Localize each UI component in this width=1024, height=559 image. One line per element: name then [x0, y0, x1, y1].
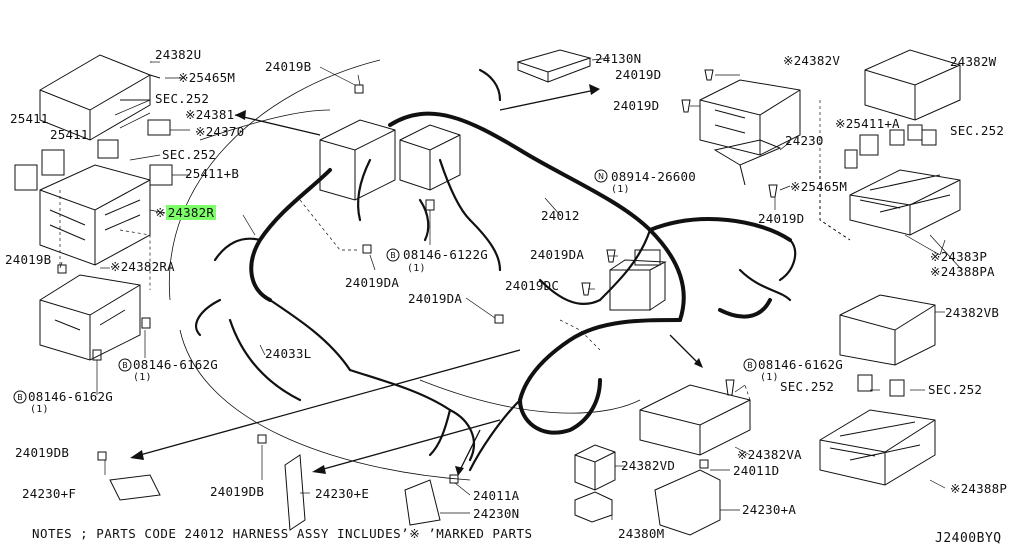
- part-number: 25465M: [188, 70, 236, 85]
- part-label-24382U: 24382U: [155, 47, 202, 62]
- circle-b-mark: B: [17, 393, 23, 402]
- part-label-24019DC: 24019DC: [505, 278, 560, 293]
- part-number: 24383P: [940, 249, 988, 264]
- part-label-24019DA: 24019DA: [530, 247, 585, 262]
- part-label-24019DA: 24019DA: [408, 291, 463, 306]
- part-number: 25465M: [800, 179, 848, 194]
- part-label-24019DB: 24019DB: [210, 484, 265, 499]
- part-label-24380M: 24380M: [618, 526, 665, 541]
- part-number: 24388PA: [940, 264, 995, 279]
- part-label-24011D: 24011D: [733, 463, 780, 478]
- part-label-24019D: 24019D: [615, 67, 662, 82]
- section-ref-label: SEC.252: [155, 91, 210, 106]
- part-label-24388P: ※24388P: [950, 481, 1008, 496]
- part-label-24382VD: 24382VD: [621, 458, 676, 473]
- part-label-24033L: 24033L: [265, 346, 312, 361]
- part-label-24230A: 24230+A: [742, 502, 797, 517]
- part-number: 24382VA: [747, 447, 802, 462]
- part-label-25411A: ※25411+A: [835, 116, 900, 131]
- part-label-24230F: 24230+F: [22, 486, 77, 501]
- quantity-label: (1): [611, 184, 630, 195]
- part-label-24383P: ※24383P: [930, 249, 988, 264]
- part-number: 24388P: [960, 481, 1008, 496]
- part-label-08146-6122G: 08146-6122G: [403, 247, 488, 262]
- part-label-24388PA: ※24388PA: [930, 264, 995, 279]
- part-label-08146-6162G: 08146-6162G: [28, 389, 113, 404]
- part-label-24019DA: 24019DA: [345, 275, 400, 290]
- part-label-24012: 24012: [541, 208, 580, 223]
- highlighted-part-number: 24382R: [165, 205, 217, 220]
- parts-note: NOTES ; PARTS CODE 24012 HARNESS ASSY IN…: [32, 526, 533, 541]
- section-ref-label: SEC.252: [162, 147, 217, 162]
- part-label-24130N: 24130N: [595, 51, 642, 66]
- section-ref-label: SEC.252: [780, 379, 835, 394]
- part-label-25411: 25411: [10, 111, 49, 126]
- part-label-25465M: ※25465M: [790, 179, 848, 194]
- part-number: 24382RA: [120, 259, 175, 274]
- part-label-24230: 24230: [785, 133, 824, 148]
- section-ref-label: SEC.252: [950, 123, 1005, 138]
- part-label-25411: 25411: [50, 127, 89, 142]
- part-label-25465M: ※25465M: [178, 70, 236, 85]
- part-label-24381: ※24381: [185, 107, 235, 122]
- part-label-24019D: 24019D: [758, 211, 805, 226]
- quantity-label: (1): [133, 372, 152, 383]
- part-label-24382VA: ※24382VA: [737, 447, 802, 462]
- part-label-24230E: 24230+E: [315, 486, 370, 501]
- part-label-24382VB: 24382VB: [945, 305, 1000, 320]
- circle-b-mark: B: [122, 361, 128, 370]
- part-label-24370: ※24370: [195, 124, 245, 139]
- part-label-24011A: 24011A: [473, 488, 520, 503]
- part-label-24230N: 24230N: [473, 506, 520, 521]
- part-label-25411B: 25411+B: [185, 166, 240, 181]
- quantity-label: (1): [407, 263, 426, 274]
- part-label-08146-6162G: 08146-6162G: [133, 357, 218, 372]
- part-label-08146-6162G: 08146-6162G: [758, 357, 843, 372]
- part-label-08914-26600: 08914-26600: [611, 169, 696, 184]
- quantity-label: (1): [760, 372, 779, 383]
- part-number: 24382V: [793, 53, 841, 68]
- circle-n-mark: N: [598, 172, 604, 181]
- part-label-24019D: 24019D: [613, 98, 660, 113]
- part-label-24382RA: ※24382RA: [110, 259, 175, 274]
- part-label-24382V: ※24382V: [783, 53, 841, 68]
- part-number: 25411+A: [845, 116, 900, 131]
- part-label-24382R: ※24382R: [155, 205, 217, 220]
- diagram-code: J2400BYQ: [935, 531, 1002, 546]
- quantity-label: (1): [30, 404, 49, 415]
- section-ref-label: SEC.252: [928, 382, 983, 397]
- circle-b-mark: B: [390, 251, 396, 260]
- part-label-24019B: 24019B: [265, 59, 312, 74]
- part-label-24382W: 24382W: [950, 54, 997, 69]
- part-label-24019DB: 24019DB: [15, 445, 70, 460]
- part-number: 24381: [195, 107, 235, 122]
- part-label-24019B: 24019B: [5, 252, 52, 267]
- part-number: 24370: [205, 124, 245, 139]
- circle-b-mark: B: [747, 361, 753, 370]
